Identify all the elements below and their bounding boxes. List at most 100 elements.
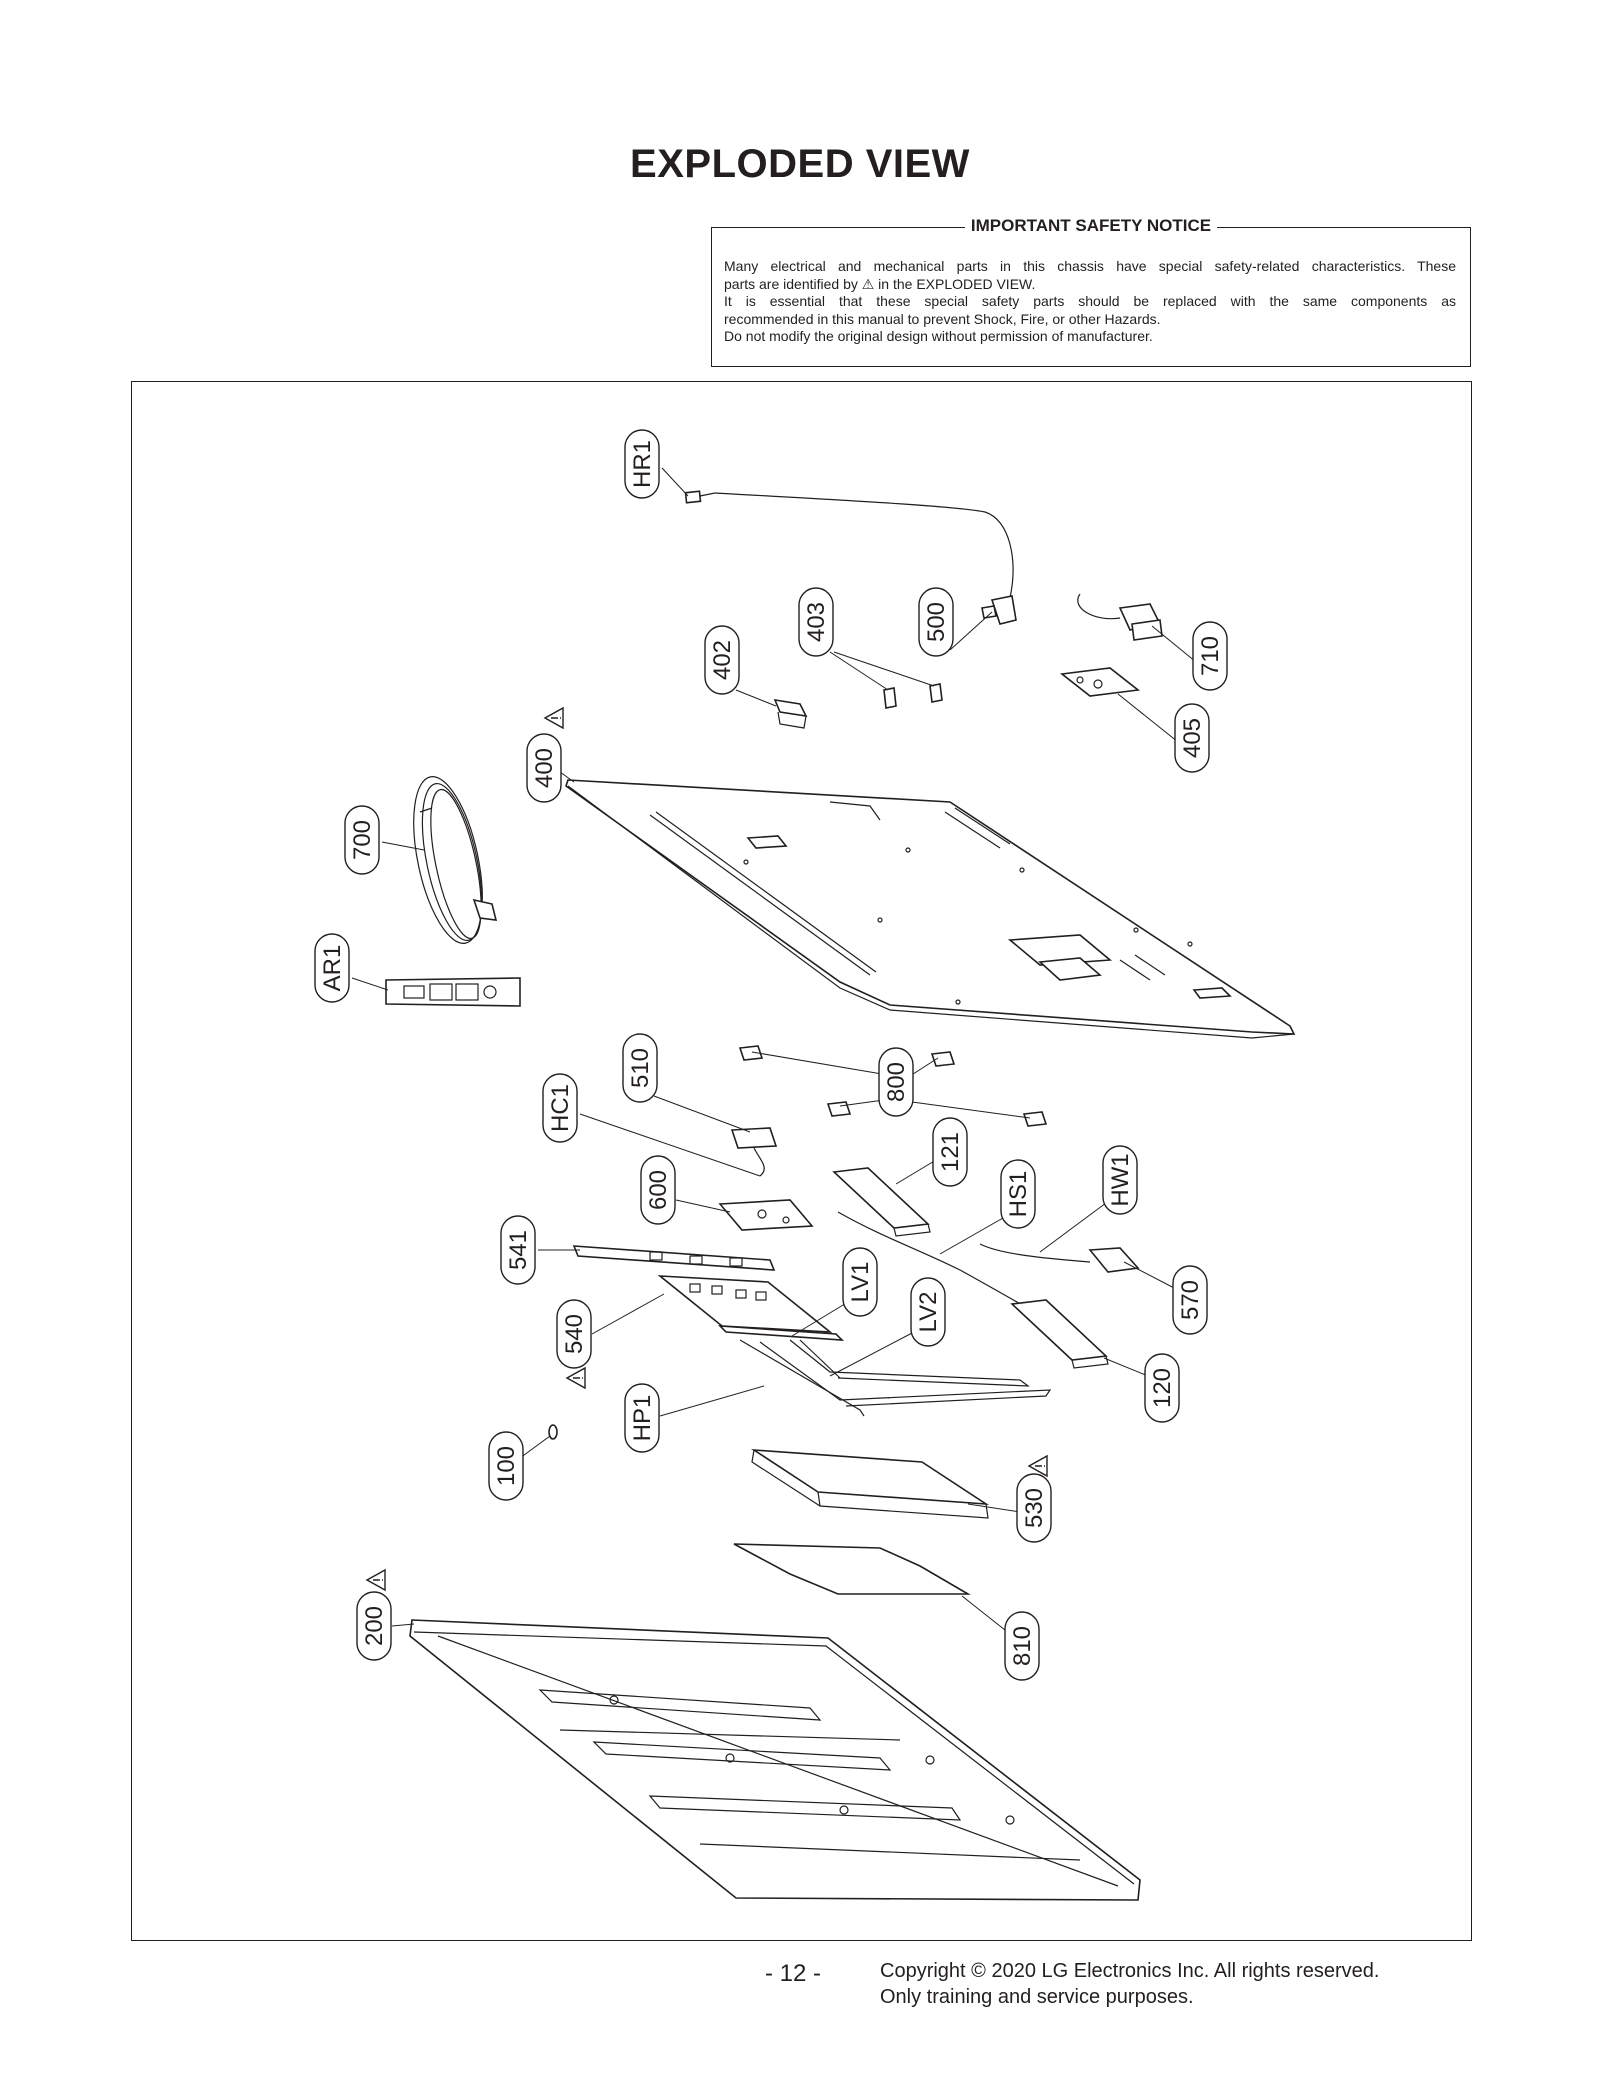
leader-line-800: [839, 1099, 885, 1107]
callout-label: 200: [361, 1606, 388, 1646]
callout-bubble: [1192, 621, 1228, 691]
part-405-board: [1059, 667, 1141, 697]
callout-label: HC1: [547, 1084, 574, 1132]
callout-500: 500: [918, 587, 954, 657]
callout-800: 800: [878, 1047, 914, 1117]
part-120-speaker: [1010, 1299, 1109, 1369]
callout-label: 400: [531, 748, 558, 788]
part-541-bracket: [572, 1245, 776, 1271]
safety-warning-icon: [565, 1366, 586, 1390]
callout-402: 402: [704, 625, 740, 695]
callout-bubble: [932, 1117, 968, 1187]
safety-notice-line: recommended in this manual to prevent Sh…: [724, 310, 1161, 327]
callout-label: 402: [709, 640, 736, 680]
callout-lv2: LV2: [910, 1277, 946, 1347]
leader-line-510: [653, 1095, 751, 1133]
leader-line-hp1: [659, 1385, 765, 1417]
part-402-bracket: [773, 698, 808, 729]
callout-bubble: [1102, 1145, 1138, 1215]
part-ar1-remote: [385, 977, 521, 1007]
callout-label: 100: [493, 1446, 520, 1486]
part-540-main-board: [657, 1275, 833, 1333]
callout-hs1: HS1: [1000, 1159, 1036, 1229]
callout-label: HR1: [629, 440, 656, 488]
callout-label: 540: [561, 1314, 588, 1354]
callout-ar1: AR1: [314, 933, 350, 1003]
callout-bubble: [1174, 703, 1210, 773]
callout-bubble: [1172, 1265, 1208, 1335]
part-510-module: [730, 1127, 778, 1177]
leader-line-600: [675, 1199, 731, 1213]
part-200-frame: [409, 1619, 1141, 1901]
page-number: - 12 -: [765, 1960, 822, 1987]
leader-line-hs1: [939, 1213, 1011, 1255]
callout-121: 121: [932, 1117, 968, 1187]
callout-label: 405: [1179, 718, 1206, 758]
copyright-line: Copyright © 2020 LG Electronics Inc. All…: [880, 1960, 1380, 1982]
safety-warning-icon: [543, 706, 564, 730]
callout-bubble: [344, 805, 380, 875]
leader-line-800: [909, 1057, 939, 1077]
leader-line-540: [591, 1293, 665, 1335]
safety-notice-line: Many electrical and mechanical parts in …: [724, 258, 1456, 274]
hr1-cable-part: [684, 490, 1014, 599]
callout-label: 810: [1009, 1626, 1036, 1666]
leader-line-200: [391, 1623, 415, 1627]
leader-line-hr1: [661, 467, 689, 497]
leader-line-710: [1151, 625, 1197, 663]
part-121-speaker: [832, 1167, 931, 1237]
part-800-brackets: [738, 1045, 1048, 1127]
callout-bubble: [488, 1431, 524, 1501]
callout-hp1: HP1: [624, 1383, 660, 1453]
leader-line-121: [895, 1159, 937, 1185]
callout-530: 530: [1016, 1473, 1052, 1543]
leader-line-530: [967, 1503, 1021, 1513]
callout-label: 121: [937, 1132, 964, 1172]
callout-541: 541: [500, 1215, 536, 1285]
callout-400: 400: [526, 733, 562, 803]
callout-bubble: [1016, 1473, 1052, 1543]
callout-403: 403: [798, 587, 834, 657]
callout-label: 403: [803, 602, 830, 642]
callout-label: HW1: [1107, 1153, 1134, 1206]
callout-bubble: [500, 1215, 536, 1285]
leader-line-810: [961, 1595, 1011, 1635]
callout-100: 100: [488, 1431, 524, 1501]
safety-notice-heading: IMPORTANT SAFETY NOTICE: [712, 216, 1470, 236]
callout-bubble: [526, 733, 562, 803]
leader-line-ar1: [351, 977, 389, 991]
callout-bubble: [624, 1383, 660, 1453]
callout-810: 810: [1004, 1611, 1040, 1681]
leader-line-100: [519, 1435, 551, 1459]
callout-bubble: [910, 1277, 946, 1347]
callout-label: 710: [1197, 636, 1224, 676]
callout-570: 570: [1172, 1265, 1208, 1335]
leader-line-800: [911, 1101, 1031, 1119]
callout-bubble: [314, 933, 350, 1003]
part-600-board: [718, 1199, 814, 1231]
safety-warning-icon: [365, 1568, 386, 1592]
copyright-line: Only training and service purposes.: [880, 1986, 1194, 2008]
callout-bubble: [622, 1033, 658, 1103]
safety-warning-icon: [1027, 1454, 1048, 1478]
callout-hw1: HW1: [1102, 1145, 1138, 1215]
leader-line-120: [1103, 1357, 1149, 1377]
part-710-inlet: [1077, 593, 1163, 641]
callout-405: 405: [1174, 703, 1210, 773]
diagram-frame: [131, 381, 1472, 1941]
callout-bubble: [624, 429, 660, 499]
callout-bubble: [704, 625, 740, 695]
callout-bubble: [842, 1247, 878, 1317]
parts-layer: [385, 490, 1296, 1901]
callout-label: 570: [1177, 1280, 1204, 1320]
callout-label: 700: [349, 820, 376, 860]
safety-notice-body: Many electrical and mechanical parts in …: [724, 258, 1456, 346]
part-500-clip: [981, 595, 1017, 625]
part-400-back-cover: [565, 779, 1296, 1039]
page-title: EXPLODED VIEW: [630, 142, 970, 186]
callout-bubble: [878, 1047, 914, 1117]
callout-label: 510: [627, 1048, 654, 1088]
callout-bubble: [640, 1155, 676, 1225]
callout-540: 540: [556, 1299, 592, 1369]
callout-label: AR1: [319, 945, 346, 992]
